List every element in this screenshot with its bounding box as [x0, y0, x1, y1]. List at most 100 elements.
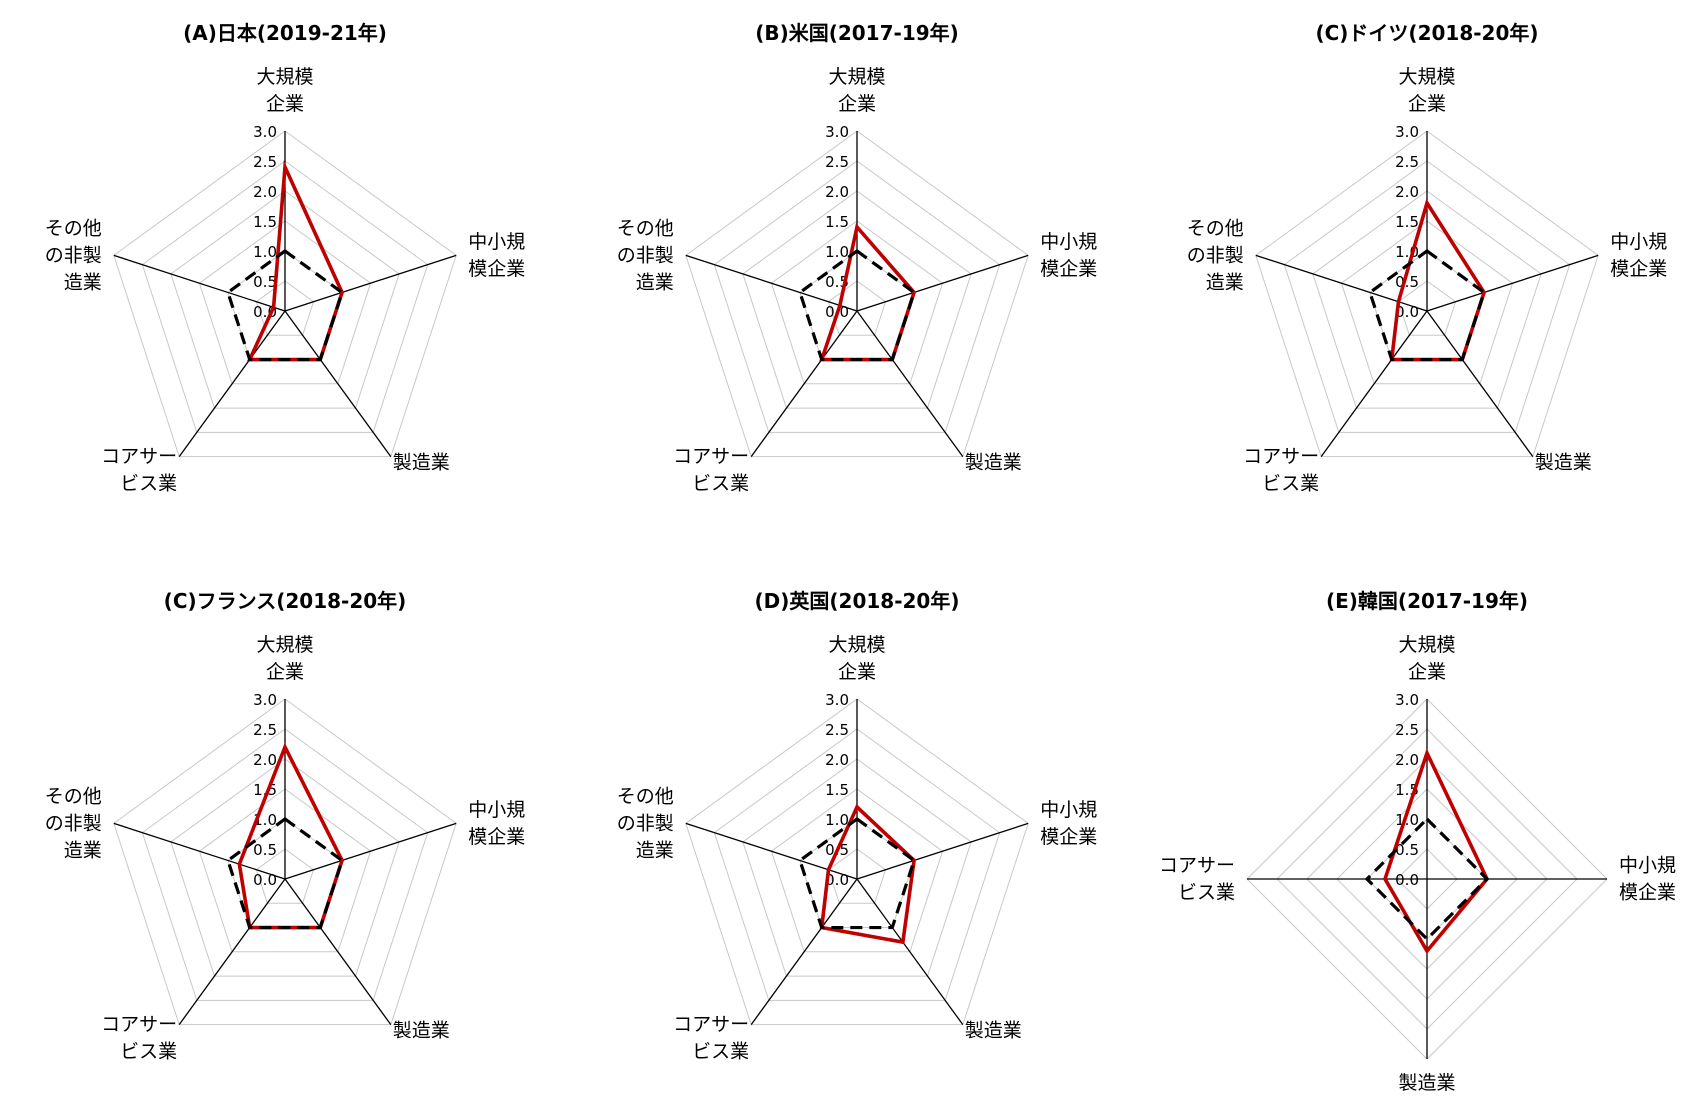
axis-spoke: [856, 310, 964, 458]
grid-ring: [141, 160, 429, 433]
grid-ring: [141, 728, 429, 1001]
axis-label: 大規模企業: [828, 634, 885, 683]
grid-ring: [742, 190, 972, 409]
chart-title: (B)米国(2017-19年): [755, 21, 959, 45]
axis-spoke: [284, 310, 392, 458]
grid-ring: [685, 130, 1029, 458]
grid-ring: [1340, 220, 1514, 385]
tick-label: 0.0: [253, 871, 277, 889]
tick-label: 1.5: [825, 213, 849, 231]
axis-label: 大規模企業: [1398, 66, 1455, 115]
axis-label: コアサービス業: [673, 446, 749, 495]
axis-spoke: [1320, 310, 1428, 458]
axis-spoke: [113, 254, 286, 312]
axis-label: 中小規模企業: [1040, 231, 1097, 280]
radar-chart-5: (D)英国(2018-20年)0.00.51.01.52.02.53.0大規模企…: [617, 589, 1097, 1063]
axis-spoke: [685, 254, 858, 312]
radar-chart-4: (C)フランス(2018-20年)0.00.51.01.52.02.53.0大規…: [45, 589, 525, 1063]
axis-spoke: [113, 822, 286, 880]
grid-ring: [685, 698, 1029, 1026]
chart-title: (E)韓国(2017-19年): [1326, 589, 1528, 613]
axis-label: 製造業: [1398, 1072, 1455, 1094]
axis-label: 大規模企業: [256, 66, 313, 115]
tick-label: 0.0: [1395, 303, 1419, 321]
axis-label: 中小規模企業: [468, 231, 525, 280]
axis-label: 大規模企業: [1398, 634, 1455, 683]
tick-label: 2.0: [1395, 183, 1419, 201]
grid-ring: [113, 130, 457, 458]
tick-label: 2.0: [253, 183, 277, 201]
axis-spoke: [284, 822, 457, 880]
axis-spoke: [750, 310, 858, 458]
axis-label: 製造業: [965, 452, 1022, 474]
axis-label: その他の非製造業: [1187, 217, 1244, 293]
radar-chart-2: (B)米国(2017-19年)0.00.51.01.52.02.53.0大規模企…: [617, 21, 1097, 495]
tick-label: 2.0: [253, 751, 277, 769]
tick-label: 3.0: [1395, 123, 1419, 141]
axis-spoke: [284, 878, 392, 1026]
grid-ring: [1255, 130, 1599, 458]
grid-ring: [713, 160, 1001, 433]
axis-spoke: [856, 878, 964, 1026]
tick-label: 0.0: [825, 871, 849, 889]
axis-label: 中小規模企業: [1610, 231, 1667, 280]
axis-spoke: [1426, 310, 1534, 458]
axis-label: コアサービス業: [1243, 446, 1319, 495]
tick-label: 2.5: [1395, 153, 1419, 171]
tick-label: 1.0: [253, 243, 277, 261]
axis-label: 製造業: [1535, 452, 1592, 474]
grid-ring: [742, 758, 972, 977]
chart-title: (A)日本(2019-21年): [183, 21, 387, 45]
grid-ring: [713, 728, 1001, 1001]
axis-label: 大規模企業: [828, 66, 885, 115]
tick-label: 0.0: [1395, 871, 1419, 889]
axis-label: 中小規模企業: [1040, 799, 1097, 848]
series-line-dashed: [226, 817, 344, 930]
grid-ring: [113, 698, 457, 1026]
tick-label: 1.0: [825, 811, 849, 829]
grid-ring: [198, 220, 372, 385]
grid-ring: [170, 758, 400, 977]
axis-spoke: [178, 310, 286, 458]
axis-label: その他の非製造業: [617, 217, 674, 293]
axis-spoke: [178, 878, 286, 1026]
axis-label: その他の非製造業: [617, 785, 674, 861]
tick-label: 2.5: [253, 153, 277, 171]
series-line-dashed: [1368, 249, 1486, 362]
axis-label: その他の非製造業: [45, 217, 102, 293]
tick-label: 3.0: [253, 123, 277, 141]
axis-label: コアサービス業: [1159, 855, 1235, 904]
tick-label: 0.5: [1395, 841, 1419, 859]
axis-label: 製造業: [393, 452, 450, 474]
tick-label: 3.0: [1395, 691, 1419, 709]
axis-label: 製造業: [965, 1020, 1022, 1042]
series-line-dashed: [798, 817, 916, 930]
axis-label: コアサービス業: [101, 446, 177, 495]
radar-chart-3: (C)ドイツ(2018-20年)0.00.51.01.52.02.53.0大規模…: [1187, 21, 1667, 495]
tick-label: 2.5: [253, 721, 277, 739]
radar-chart-1: (A)日本(2019-21年)0.00.51.01.52.02.53.0大規模企…: [45, 21, 525, 495]
grid-ring: [255, 848, 315, 904]
radar-chart-6: (E)韓国(2017-19年)0.00.51.01.52.02.53.0大規模企…: [1159, 589, 1676, 1094]
axis-label: 中小規模企業: [1619, 855, 1676, 904]
series-line-solid: [819, 803, 916, 945]
axis-spoke: [856, 822, 1029, 880]
tick-label: 3.0: [825, 123, 849, 141]
series-line-dashed: [226, 249, 344, 362]
tick-label: 1.0: [825, 243, 849, 261]
series-line-solid: [237, 742, 345, 930]
axis-spoke: [856, 254, 1029, 312]
grid-ring: [770, 220, 944, 385]
grid-ring: [255, 280, 315, 336]
tick-label: 0.5: [253, 273, 277, 291]
grid-ring: [1312, 190, 1542, 409]
grid-ring: [170, 190, 400, 409]
grid-ring: [1397, 280, 1457, 336]
axis-label: 中小規模企業: [468, 799, 525, 848]
axis-label: 製造業: [393, 1020, 450, 1042]
tick-label: 3.0: [253, 691, 277, 709]
chart-title: (D)英国(2018-20年): [755, 589, 960, 613]
grid-ring: [827, 848, 887, 904]
axis-label: コアサービス業: [673, 1014, 749, 1063]
